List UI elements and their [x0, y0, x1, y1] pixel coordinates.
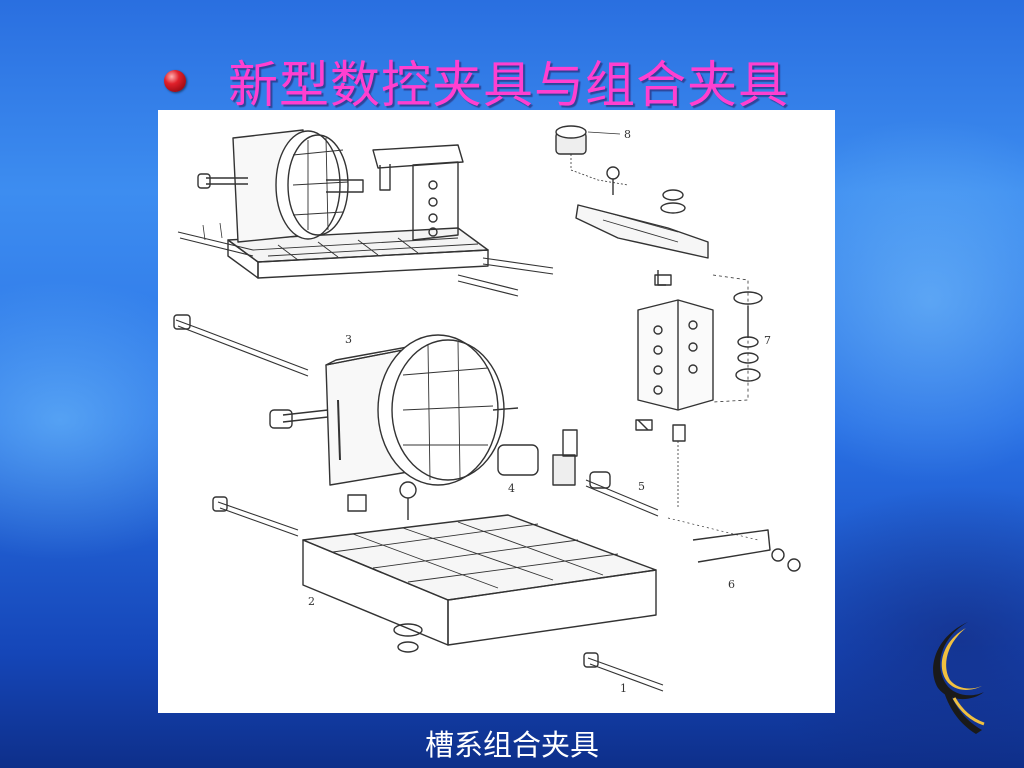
part-label-5: 5	[638, 480, 645, 493]
slide-title: 新型数控夹具与组合夹具	[228, 56, 789, 114]
tslot-base-plate: 2 6 1	[212, 481, 801, 695]
part-label-6: 6	[728, 578, 735, 591]
bullet-icon	[164, 70, 186, 92]
part-label-8: 8	[624, 128, 631, 141]
figure-caption: 槽系组合夹具	[424, 728, 599, 762]
fixture-line-drawing: 8 7	[173, 125, 801, 695]
part-label-3: 3	[345, 333, 352, 346]
support-block: 7	[635, 274, 771, 508]
angle-plate-assembly: 3 4 5	[173, 314, 659, 517]
slide-title-row: 新型数控夹具与组合夹具	[160, 48, 880, 114]
brand-logo-icon	[933, 622, 985, 734]
fixture-diagram: 8 7	[158, 110, 835, 713]
assembled-fixture	[177, 129, 554, 297]
part-label-4: 4	[508, 482, 515, 495]
part-label-2: 2	[308, 595, 315, 608]
part-label-7: 7	[764, 334, 771, 347]
part-label-1: 1	[620, 682, 627, 695]
clamp-parts-upper: 8	[555, 125, 709, 286]
